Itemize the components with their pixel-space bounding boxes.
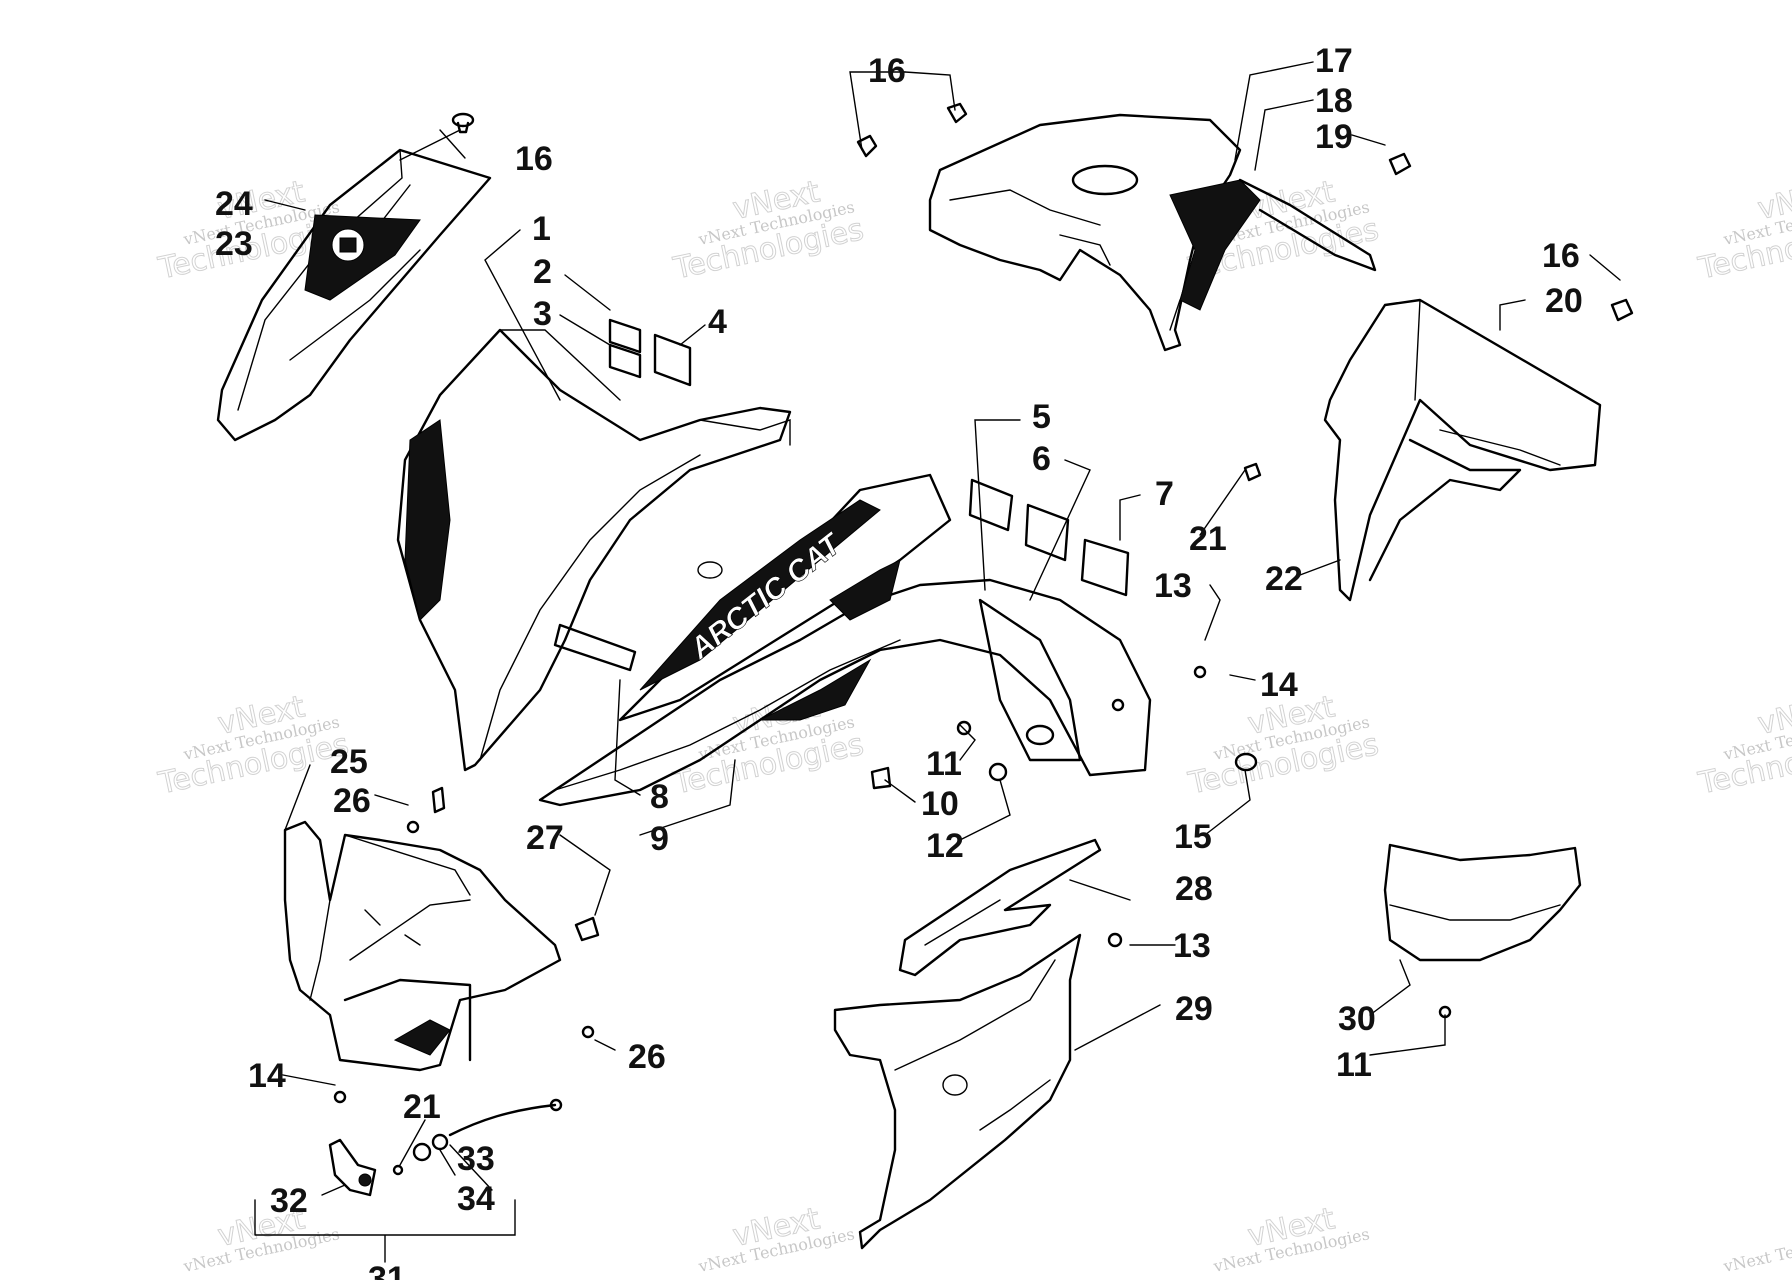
watermark-text: vNext [1755,174,1792,227]
callout-5: 5 [1032,398,1051,436]
leader-lines [254,61,1621,1263]
callout-17: 17 [1315,42,1353,80]
callout-9: 9 [650,820,669,858]
splash-guard-part [898,838,1102,977]
callout-15: 15 [1174,818,1212,856]
callout-11b: 11 [1336,1046,1372,1084]
clip-part [431,786,600,942]
rear-fender-part [928,113,1377,352]
watermark-text: vNext Technologies [1721,1224,1792,1276]
push-rivet-part [399,112,475,161]
callout-25: 25 [330,743,368,781]
callout-13a: 13 [1154,567,1192,605]
fastener-set [333,102,1634,1176]
watermarks: vNext Technologies vNext Technologies vN… [154,174,1792,1276]
callout-30: 30 [1338,1000,1376,1038]
watermark: vNext Technologies vNext Technologies [669,174,867,287]
side-panel-part [1323,298,1602,602]
callout-26a: 26 [333,782,371,820]
callout-31: 31 [368,1260,406,1280]
callout-24: 24 [215,185,253,223]
decal-set-fender [968,478,1130,597]
bracket-part [328,1138,377,1197]
callout-11a: 11 [926,745,962,783]
callout-33: 33 [457,1140,495,1178]
callout-21a: 21 [1189,520,1227,558]
callout-28: 28 [1175,870,1213,908]
wire-harness-part [412,1098,563,1162]
callout-10: 10 [921,785,959,823]
front-bumper-part [283,820,562,1072]
callout-22: 22 [1265,560,1303,598]
callout-19: 19 [1315,118,1353,156]
callout-13b: 13 [1173,927,1211,965]
watermark: vNext Technologies vNext Technologies [1694,689,1792,802]
callout-2: 2 [533,253,552,291]
callout-6: 6 [1032,440,1051,478]
callout-1: 1 [532,210,551,248]
callout-14a: 14 [1260,666,1298,704]
footwell-part [833,933,1082,1250]
callout-8: 8 [650,778,669,816]
callout-4: 4 [708,303,727,341]
callout-7: 7 [1155,475,1174,513]
side-cover-part [1383,843,1582,962]
callout-3: 3 [533,295,552,333]
watermark: vNext Technologies [1721,1224,1792,1276]
callout-21b: 21 [403,1088,441,1126]
callout-20: 20 [1545,282,1583,320]
callout-23: 23 [215,225,253,263]
watermark: vNext Technologies vNext Technologies [154,689,352,802]
callout-16c: 16 [1542,237,1580,275]
callout-34: 34 [457,1180,495,1218]
callout-27: 27 [526,819,564,857]
front-visor-part [216,148,492,442]
decal-set-top [608,318,692,387]
callout-29: 29 [1175,990,1213,1028]
watermark: vNext Technologies vNext [696,1201,856,1276]
callout-16b: 16 [515,140,553,178]
callouts: 1 2 3 4 5 6 7 8 9 10 11 11 12 13 13 14 1… [215,42,1583,1280]
callout-16a: 16 [868,52,906,90]
callout-18: 18 [1315,82,1353,120]
callout-14b: 14 [248,1057,286,1095]
watermark: vNext Technologies vNext Technologies [1694,174,1792,287]
callout-12: 12 [926,827,964,865]
watermark: vNext Technologies vNext [1211,1201,1371,1276]
callout-26b: 26 [628,1038,666,1076]
watermark-text: vNext [1755,689,1792,742]
callout-32: 32 [270,1182,308,1220]
